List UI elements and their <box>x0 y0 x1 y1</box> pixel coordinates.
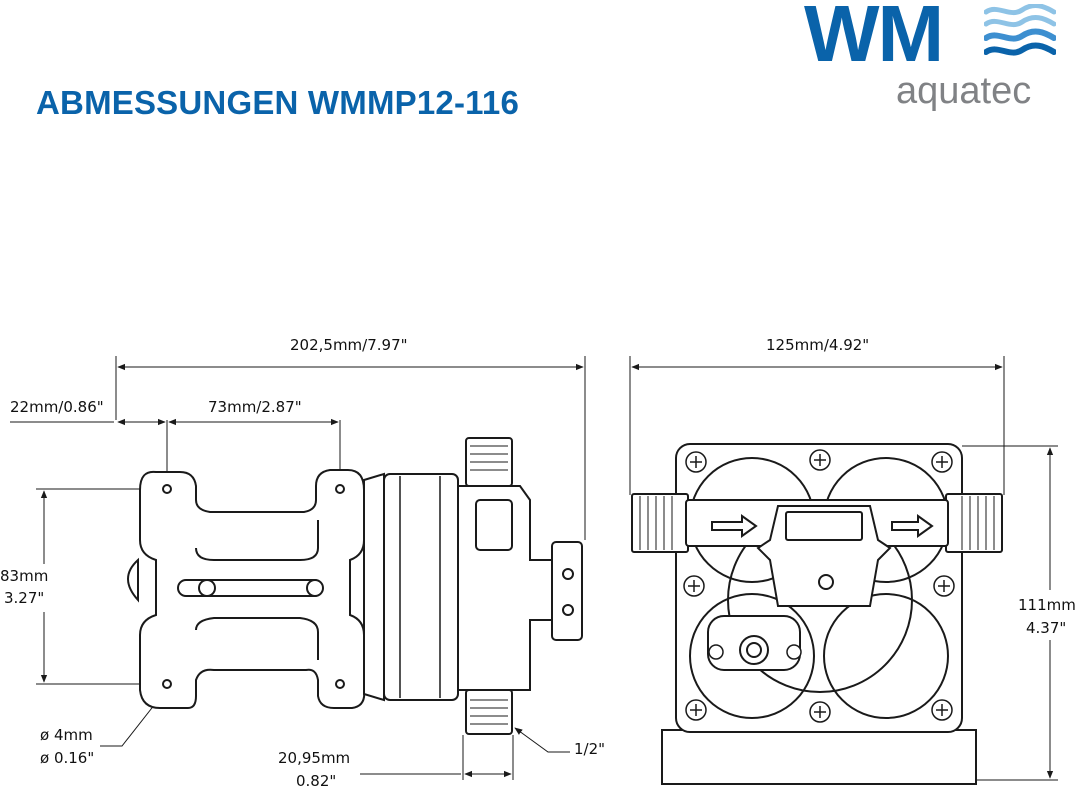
dim-hole-height-mm: 83mm <box>0 567 49 585</box>
page-title: ABMESSUNGEN WMMP12-116 <box>36 84 519 121</box>
dim-overall-length: 202,5mm/7.97" <box>290 336 408 354</box>
brand-logo: WM aquatec <box>798 0 1080 125</box>
dim-height-mm: 111mm <box>1018 596 1076 614</box>
pump-front-view <box>631 443 1003 785</box>
dim-hole-spacing: 73mm/2.87" <box>208 398 302 416</box>
water-waves-icon <box>984 4 1056 56</box>
logo-subtext: aquatec <box>896 70 1032 112</box>
logo-wordmark: WM <box>804 0 944 78</box>
pump-side-view <box>127 437 583 735</box>
dim-hole-dia-in: ø 0.16" <box>40 749 95 767</box>
dim-hole-height-in: 3.27" <box>4 589 45 607</box>
dim-height-in: 4.37" <box>1026 619 1067 637</box>
dim-mount-offset: 22mm/0.86" <box>10 398 104 416</box>
dim-hole-dia-mm: ø 4mm <box>40 726 93 744</box>
dimension-lines <box>10 356 1058 781</box>
dim-front-width: 125mm/4.92" <box>766 336 870 354</box>
dim-port-width-in: 0.82" <box>296 772 337 790</box>
dim-thread: 1/2" <box>574 740 606 758</box>
dim-port-width-mm: 20,95mm <box>278 749 351 767</box>
